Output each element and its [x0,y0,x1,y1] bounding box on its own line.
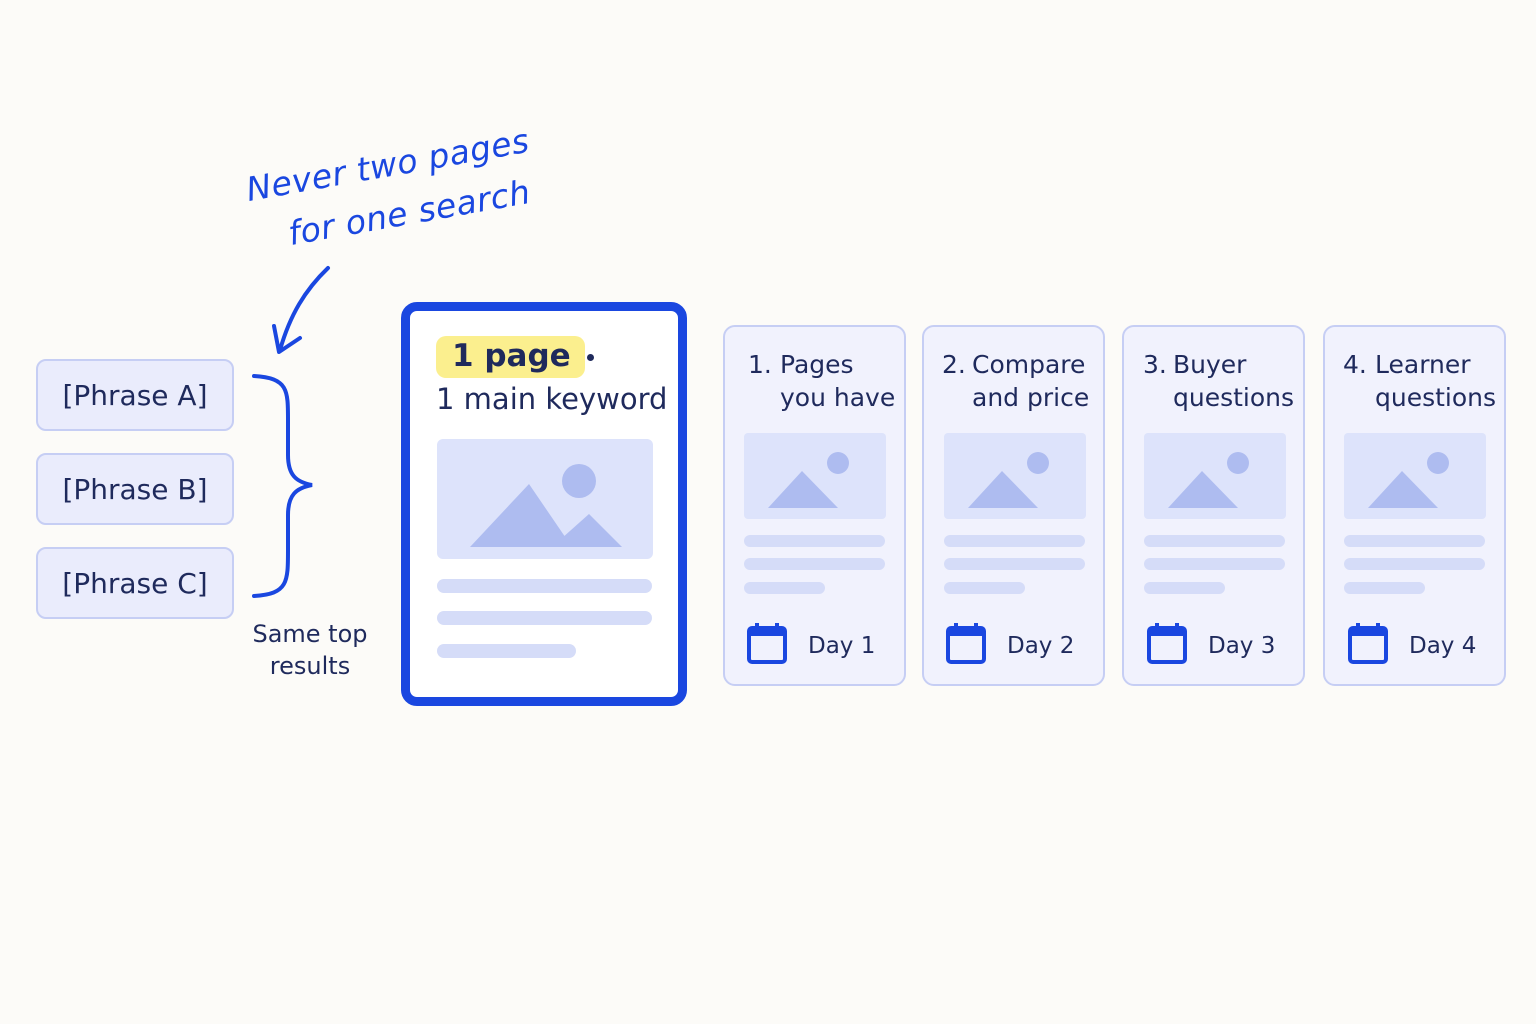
card-2-day-label: Day 2 [1007,633,1075,659]
card-3-title-line-2: questions [1173,383,1295,412]
card-3-title-line-1: Buyer [1173,350,1247,379]
main-keyword-label: 1 main keyword [436,382,668,416]
text-line-placeholder [744,558,885,570]
text-line-placeholder [944,535,1085,547]
card-3-number: 3. [1143,350,1167,379]
card-1-title-line-2: you have [780,383,896,412]
text-line-placeholder [1144,535,1285,547]
calendar-icon [1348,623,1388,664]
calendar-icon [946,623,986,664]
image-placeholder-icon [944,433,1086,519]
text-line-placeholder [744,582,825,594]
card-2-title-line-1: Compare [972,350,1086,379]
text-line-placeholder [437,579,652,593]
text-line-placeholder [1344,535,1485,547]
bullet-dot [587,354,594,361]
same-top-label-line-1: Same top [252,620,368,648]
calendar-icon [1147,623,1187,664]
curly-brace-icon [252,374,313,598]
text-line-placeholder [1144,558,1285,570]
one-page-highlight: 1 page [436,336,585,378]
image-placeholder-icon [744,433,886,519]
card-4-day-label: Day 4 [1409,633,1477,659]
phrase-box-c: [Phrase C] [36,547,234,619]
card-1-title-line-1: Pages [780,350,854,379]
text-line-placeholder [1144,582,1225,594]
curved-arrow-icon [272,266,330,354]
text-line-placeholder [1344,582,1425,594]
text-line-placeholder [744,535,885,547]
text-line-placeholder [944,558,1085,570]
image-placeholder-icon [1144,433,1286,519]
card-3-day-label: Day 3 [1208,633,1276,659]
card-4-title-line-2: questions [1375,383,1497,412]
calendar-icon [747,623,787,664]
text-line-placeholder [1344,558,1485,570]
same-top-results-label: Same top results [240,618,380,682]
highlight-wrap: 1 page [436,336,585,378]
phrase-box-a: [Phrase A] [36,359,234,431]
card-2-title-line-2: and price [972,383,1090,412]
image-placeholder-icon [437,439,653,559]
phrase-box-b: [Phrase B] [36,453,234,525]
text-line-placeholder [437,611,652,625]
image-placeholder-icon [1344,433,1486,519]
card-1-number: 1. [748,350,772,379]
card-1-day-label: Day 1 [808,633,876,659]
card-4-title-line-1: Learner [1375,350,1471,379]
text-line-placeholder [437,644,576,658]
card-2-number: 2. [942,350,966,379]
same-top-label-line-2: results [269,652,351,680]
card-4-number: 4. [1343,350,1367,379]
text-line-placeholder [944,582,1025,594]
